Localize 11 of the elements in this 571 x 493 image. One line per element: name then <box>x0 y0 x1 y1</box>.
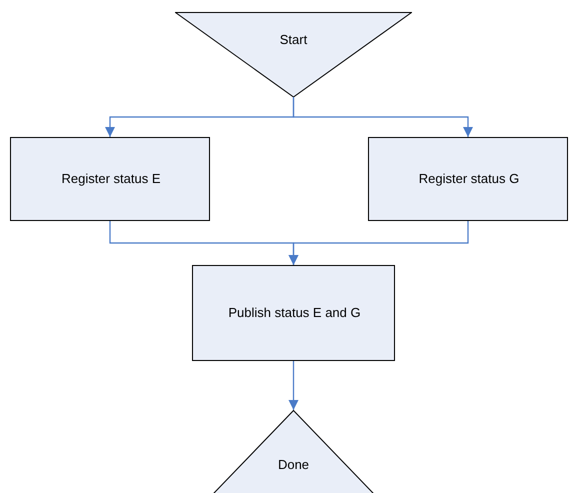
node-label: Publish status E and G <box>228 305 361 320</box>
node-label: Done <box>278 457 310 472</box>
node-label: Start <box>280 32 308 47</box>
connector-arrow <box>288 221 469 265</box>
process-box <box>10 137 210 221</box>
connector-arrow <box>288 361 298 410</box>
node-label: Register status E <box>62 171 160 186</box>
node-label: Register status G <box>418 171 520 186</box>
connector-arrow <box>292 97 473 137</box>
process-box <box>192 265 395 361</box>
process-box <box>368 137 568 221</box>
